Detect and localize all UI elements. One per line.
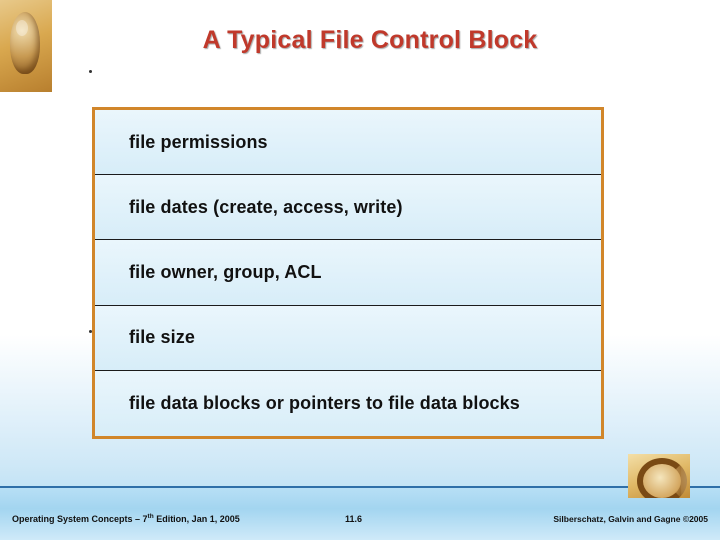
fcb-field-label: file owner, group, ACL	[129, 261, 322, 282]
fcb-field-row: file owner, group, ACL	[95, 240, 601, 306]
bottom-color-band	[0, 488, 720, 540]
fcb-field-label: file data blocks or pointers to file dat…	[129, 392, 520, 413]
bullet-dot	[89, 70, 92, 73]
footer-edition-date: Edition, Jan 1, 2005	[153, 514, 240, 524]
footer-edition-main: Operating System Concepts – 7	[12, 514, 148, 524]
page-title: A Typical File Control Block	[202, 26, 538, 54]
book-cover-swirl-icon	[637, 458, 687, 498]
fcb-field-row: file size	[95, 305, 601, 371]
fcb-field-row: file permissions	[95, 110, 601, 176]
dinosaur-book-cover-image	[628, 454, 690, 498]
footer-edition-ordinal: th	[147, 513, 154, 520]
bullet-dot	[89, 330, 92, 333]
dinosaur-book-cover-image	[0, 0, 53, 92]
footer-copyright: Silberschatz, Galvin and Gagne ©2005	[553, 514, 708, 524]
fcb-field-label: file dates (create, access, write)	[129, 196, 403, 217]
fcb-field-row: file dates (create, access, write)	[95, 175, 601, 241]
footer-edition-text: Operating System Concepts – 7th Edition,…	[12, 513, 240, 524]
book-cover-figure-icon	[10, 12, 40, 74]
file-control-block-diagram: file permissions file dates (create, acc…	[92, 107, 604, 439]
fcb-field-row: file data blocks or pointers to file dat…	[95, 370, 601, 436]
bottom-horizontal-rule	[0, 486, 720, 488]
fcb-field-label: file permissions	[129, 131, 268, 152]
fcb-field-label: file size	[129, 327, 195, 348]
footer-slide-number: 11.6	[345, 514, 363, 524]
